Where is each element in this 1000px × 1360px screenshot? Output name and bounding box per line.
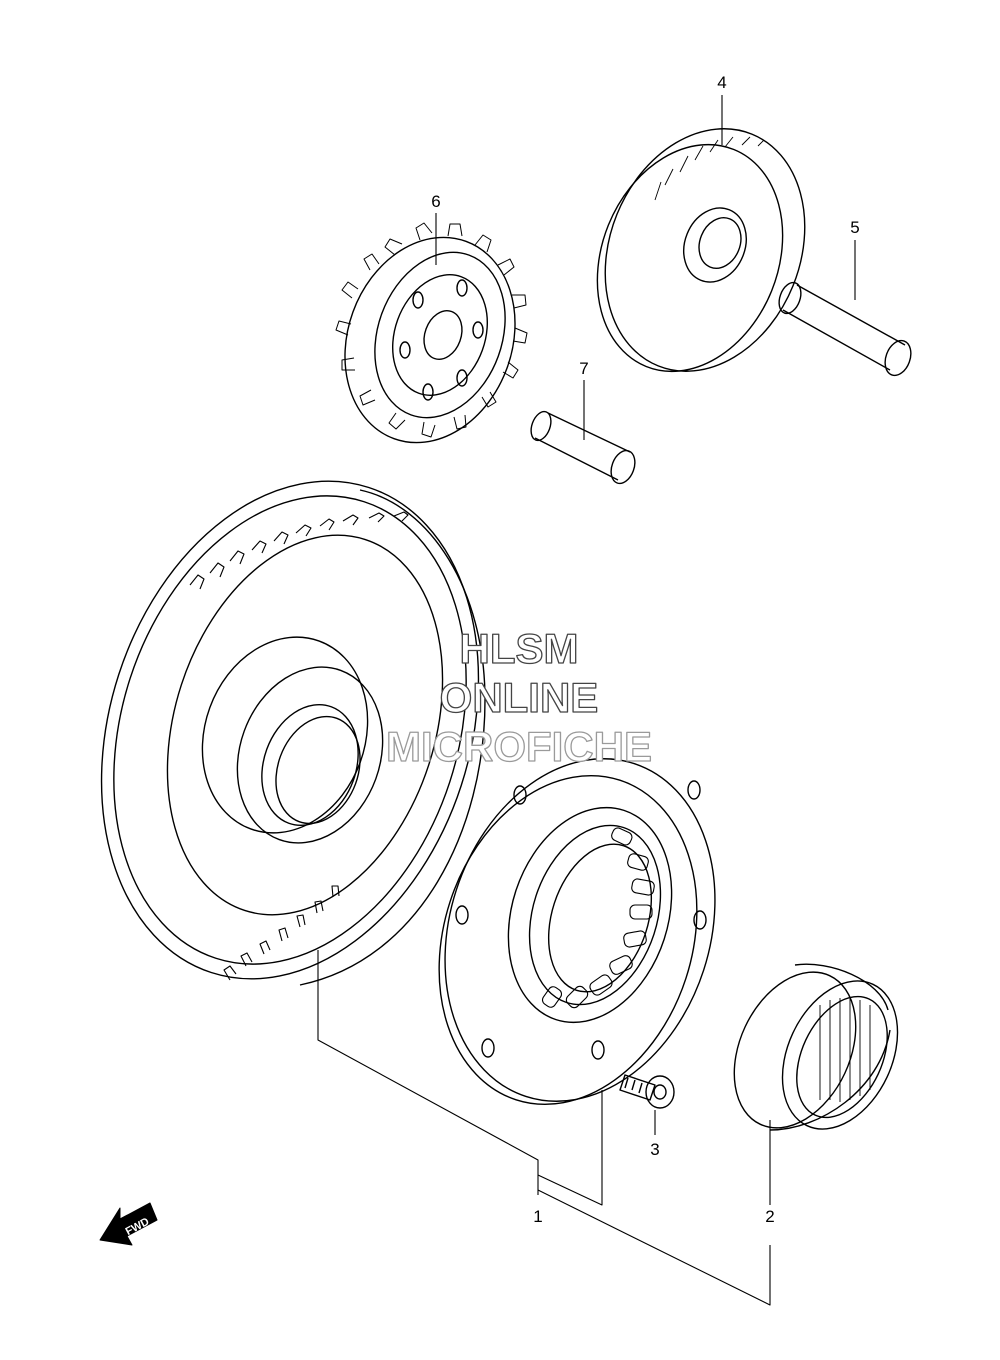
callout-labels: 1 2 3 4 5 6 7 [431,73,859,1226]
driven-gear-teeth [189,511,409,981]
idle-gear-shaft-no2 [778,281,912,377]
callout-4: 4 [717,73,726,92]
clutch-bolt-holes [455,780,707,1060]
needle-bearing [733,963,899,1131]
idle-gear-teeth [654,136,765,201]
idle-gear-no1-teeth [335,222,528,438]
clutch-sprags [541,827,655,1009]
starter-clutch [438,758,716,1106]
leader-lines [317,95,856,1306]
watermark-line-1: HLSM [460,625,579,672]
callout-1: 1 [533,1207,542,1226]
callout-5: 5 [850,218,859,237]
watermark-line-2: ONLINE [440,674,599,721]
callout-3: 3 [650,1140,659,1159]
hex-socket-bolt [619,1074,675,1109]
starter-idle-gear-no1 [335,222,528,444]
callout-7: 7 [579,359,588,378]
watermark: HLSM ONLINE MICROFICHE [385,624,652,770]
watermark-line-3: MICROFICHE [386,723,652,770]
callout-2: 2 [765,1207,774,1226]
forward-arrow-icon: FWD [99,1202,158,1246]
starter-idle-gear-no2 [596,128,806,373]
idle-gear-shaft-no1 [530,410,636,485]
callout-6: 6 [431,192,440,211]
starter-driven-gear [100,480,486,986]
idle-gear-holes [399,279,484,401]
bearing-needles [819,998,871,1102]
